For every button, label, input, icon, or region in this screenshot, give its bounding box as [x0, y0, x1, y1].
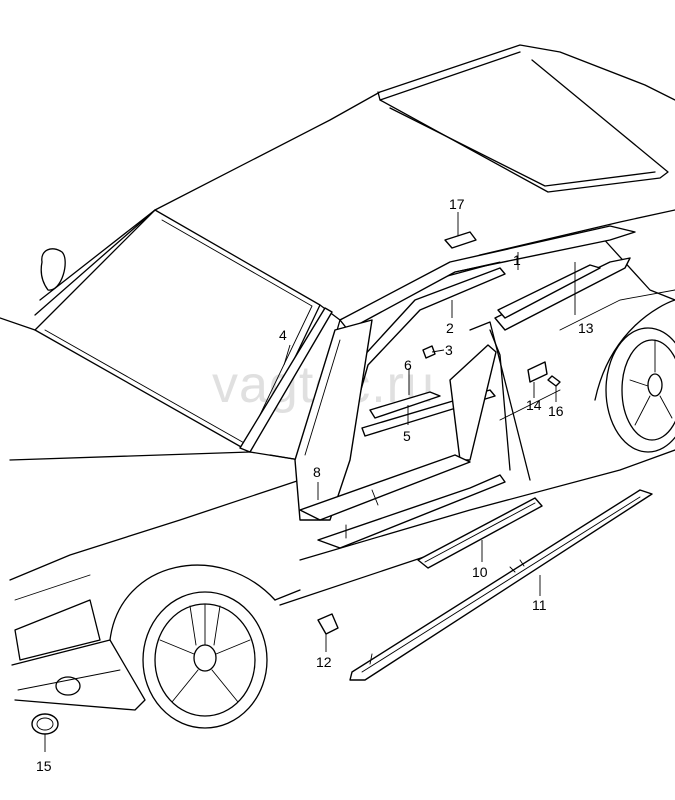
part-4-windscreen-trim	[239, 307, 333, 453]
callout-8: 8	[313, 464, 321, 480]
callout-14: 14	[526, 397, 542, 413]
part-6-belt-moulding	[369, 391, 441, 419]
callout-10: 10	[472, 564, 488, 580]
leader-lines	[44, 212, 576, 752]
part-3-clip	[422, 345, 436, 359]
part-1-window-frame-trim	[339, 225, 636, 331]
callout-3: 3	[445, 342, 453, 358]
callout-6: 6	[404, 357, 412, 373]
callout-11: 11	[532, 597, 547, 613]
callout-13: 13	[578, 320, 594, 336]
part-14-bracket	[527, 361, 548, 383]
part-15-cap	[31, 713, 59, 735]
door-frame-trims	[31, 225, 653, 735]
part-17-roof-clip	[444, 231, 477, 249]
callout-16: 16	[548, 403, 564, 419]
callout-15: 15	[36, 758, 52, 774]
callout-5: 5	[403, 428, 411, 444]
callout-17: 17	[449, 196, 465, 212]
callout-labels: 1 2 3 4 5 6 8 10 11 12 13 14 15 16 17	[36, 196, 594, 774]
callout-12: 12	[316, 654, 332, 670]
callout-4: 4	[279, 327, 287, 343]
part-12-clip	[317, 613, 339, 635]
callout-2: 2	[446, 320, 454, 336]
part-13-rear-door-trim	[494, 257, 631, 331]
callout-1: 1	[513, 252, 521, 268]
part-16-screw	[547, 375, 561, 387]
part-8-sill-trim	[299, 454, 471, 521]
door-opening-trim	[294, 319, 373, 521]
